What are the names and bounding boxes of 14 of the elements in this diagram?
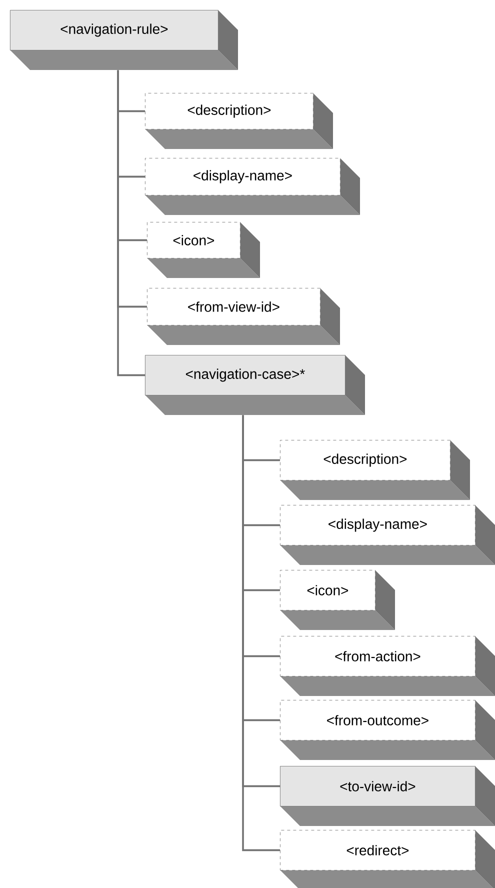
element-box: <display-name> xyxy=(280,505,495,565)
element-box: <icon> xyxy=(280,570,395,630)
connector-line xyxy=(117,70,145,376)
element-box: <display-name> xyxy=(145,158,360,215)
element-box: <to-view-id> xyxy=(280,766,495,826)
element-box: <navigation-case>* xyxy=(145,355,365,415)
element-box: <from-action> xyxy=(280,636,495,696)
element-box: <description> xyxy=(145,93,333,149)
element-box: <navigation-rule> xyxy=(10,10,238,70)
element-box: <icon> xyxy=(147,222,260,278)
element-box: <description> xyxy=(280,440,470,500)
element-box: <redirect> xyxy=(280,830,495,888)
element-box: <from-outcome> xyxy=(280,700,495,760)
element-box: <from-view-id> xyxy=(147,288,340,345)
